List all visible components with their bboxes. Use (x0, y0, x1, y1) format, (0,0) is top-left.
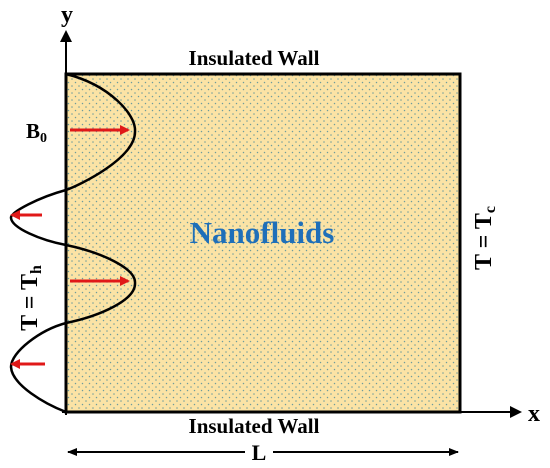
hot-wall-label: T = Th (17, 265, 45, 331)
nanofluid-cavity (64, 72, 462, 414)
top-wall-label: Insulated Wall (189, 46, 320, 70)
sinusoidal-heating-profile (9, 72, 137, 414)
nanofluids-label: Nanofluids (190, 215, 335, 250)
magnetic-field-label: B0 (26, 119, 47, 146)
cold-wall-label: T = Tc (471, 206, 499, 270)
y-axis-label: y (61, 2, 73, 28)
x-axis-label: x (528, 401, 540, 427)
bottom-wall-label: Insulated Wall (189, 414, 320, 438)
length-label-background (245, 440, 273, 464)
length-label: L (252, 440, 267, 465)
